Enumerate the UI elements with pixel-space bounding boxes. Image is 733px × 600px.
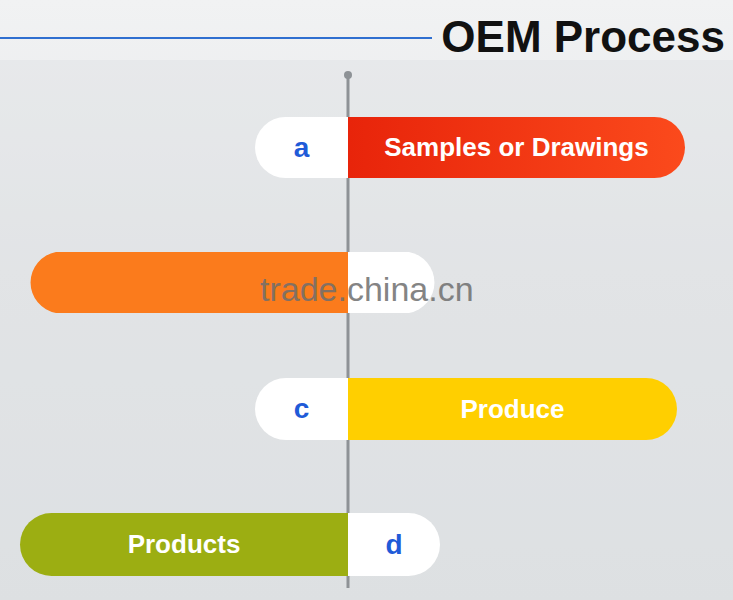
title-rule: [0, 37, 432, 39]
step-letter: a: [294, 132, 310, 164]
watermark: trade.china.cn: [260, 270, 474, 309]
step-letter: c: [294, 393, 310, 425]
step-letter: d: [385, 529, 402, 561]
letter-pill: c: [255, 378, 348, 440]
step-label: Produce: [460, 394, 564, 425]
step-pill: Products: [20, 513, 348, 576]
factory-photo: [0, 60, 733, 600]
step-pill: Produce: [348, 378, 677, 440]
letter-pill: d: [348, 513, 440, 576]
step-label: Products: [128, 529, 241, 560]
letter-pill: a: [255, 117, 348, 178]
axis-dot: [344, 71, 352, 79]
step-label: Samples or Drawings: [384, 132, 648, 163]
page-title: OEM Process: [441, 12, 725, 62]
step-pill: Samples or Drawings: [348, 117, 685, 178]
